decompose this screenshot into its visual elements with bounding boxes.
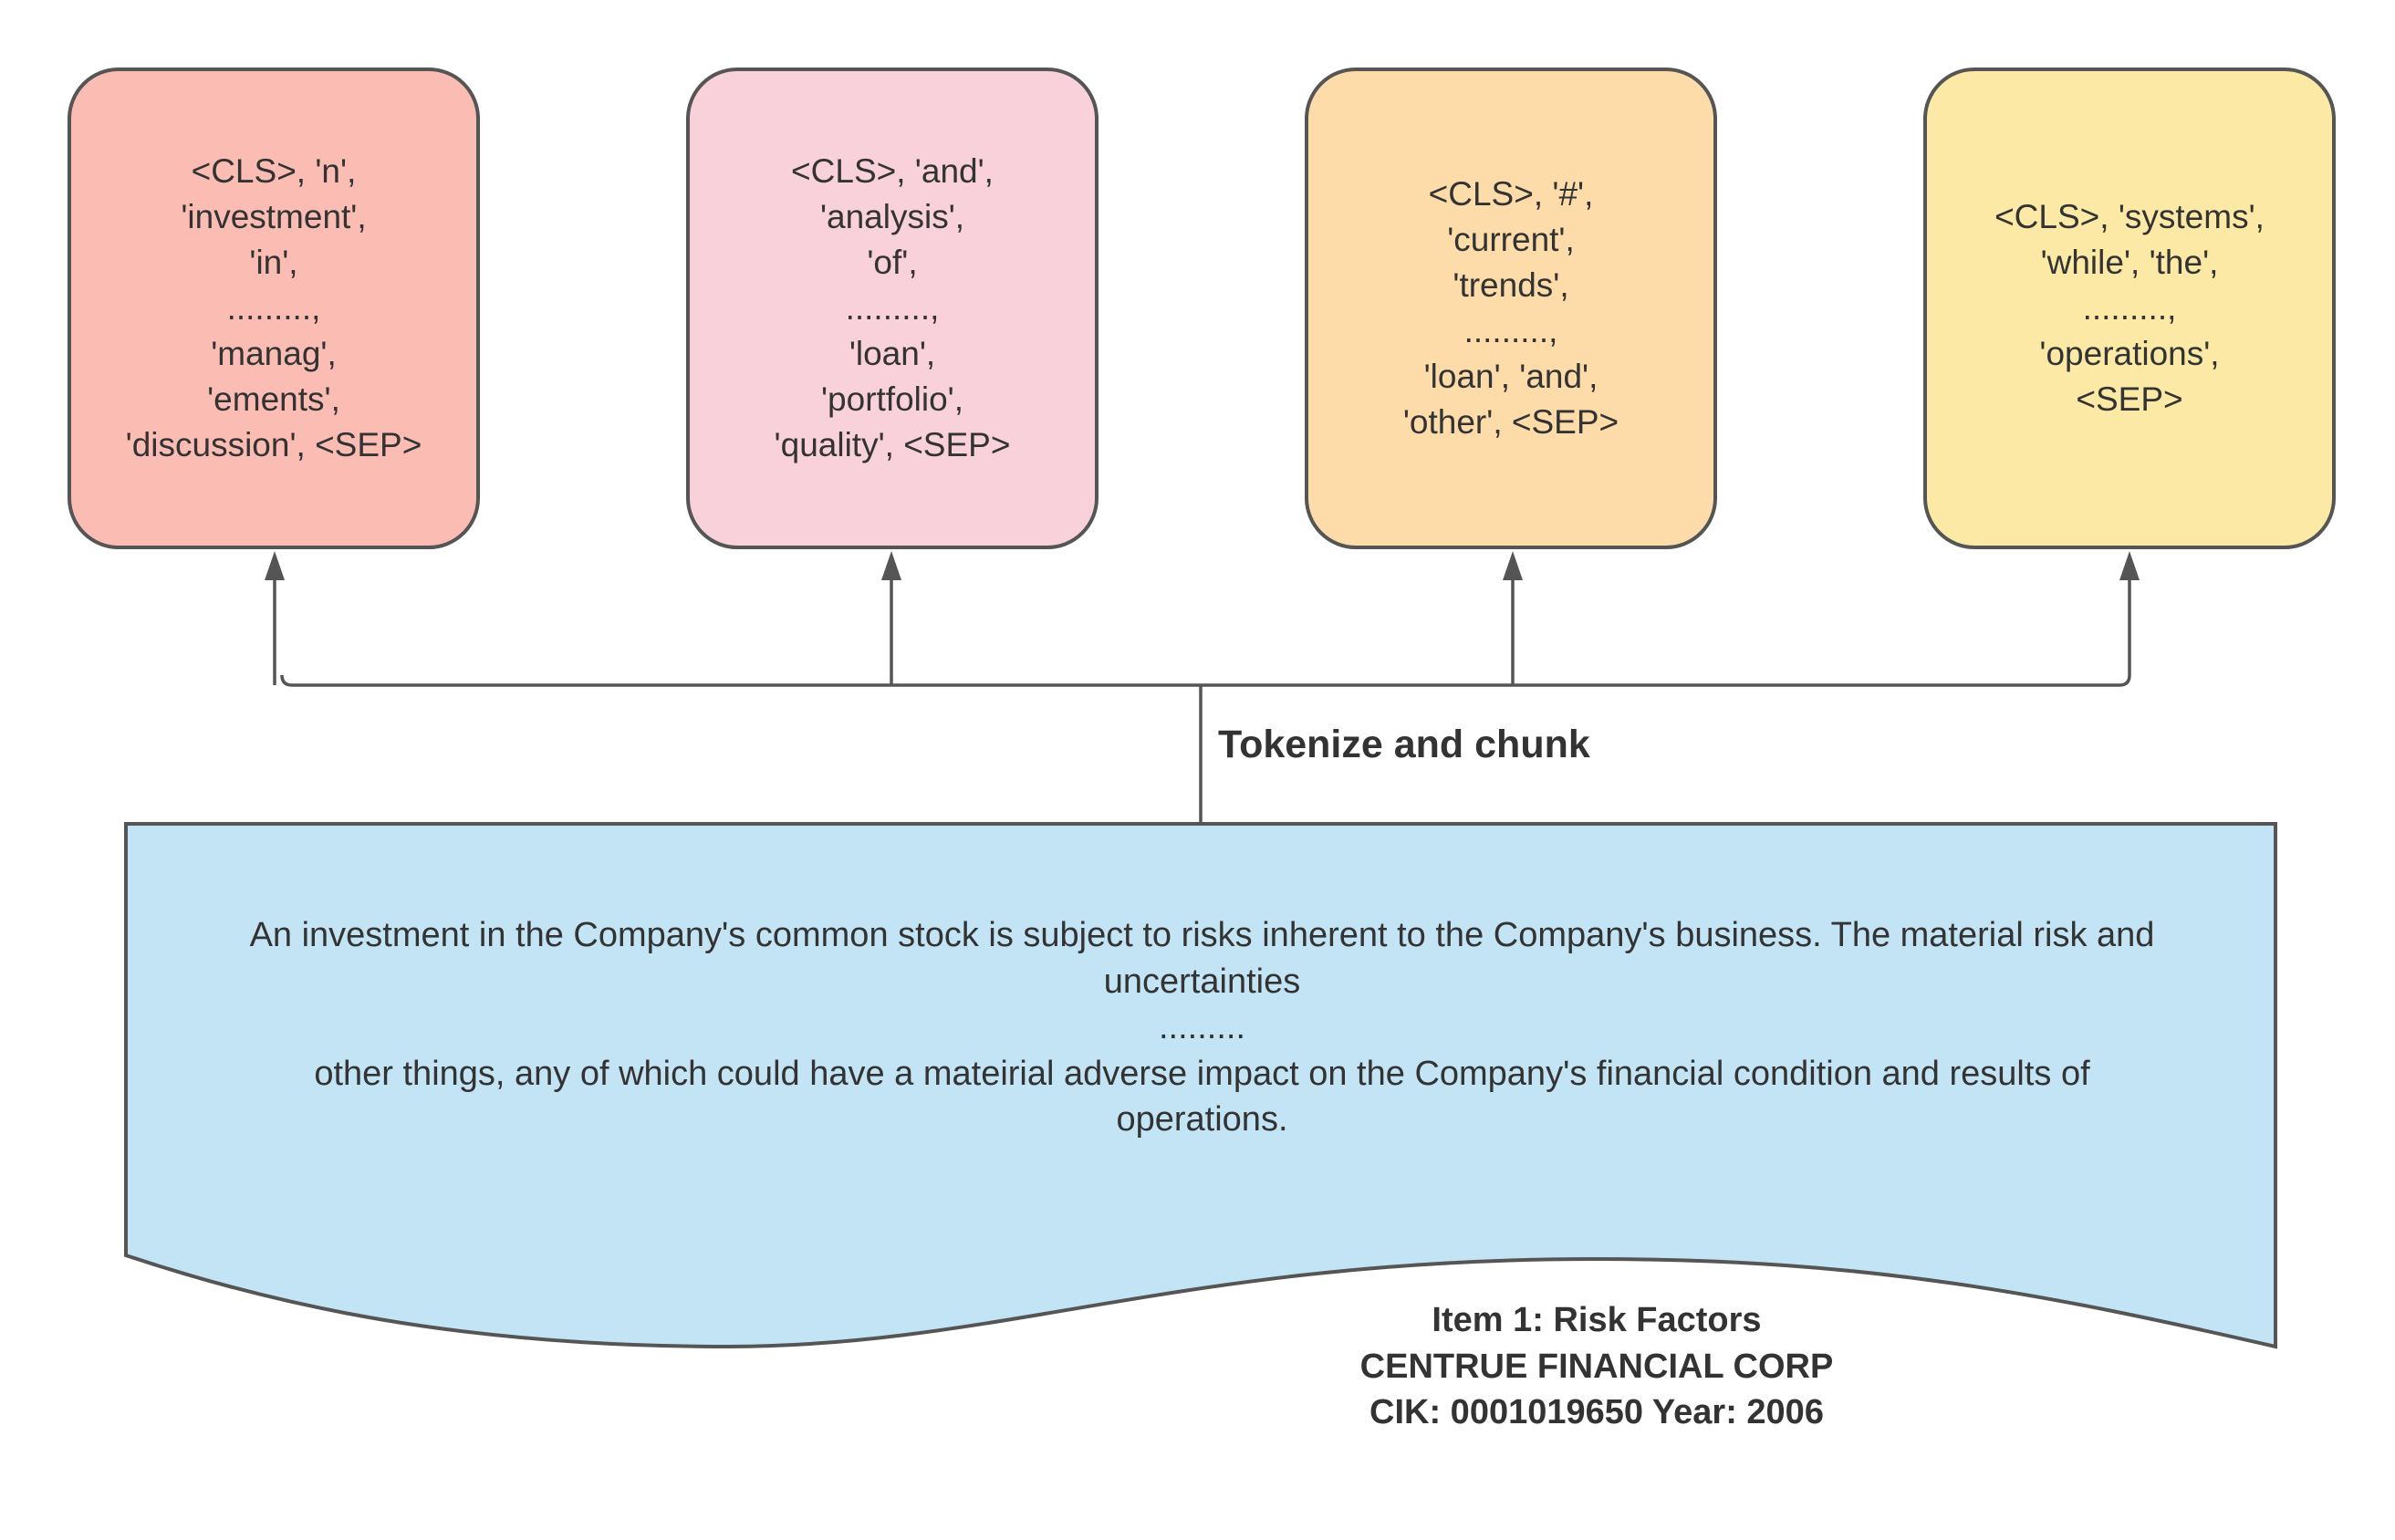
document-company-name: CENTRUE FINANCIAL CORP	[1359, 1347, 1834, 1386]
document-line: operations.	[1116, 1100, 1288, 1139]
document-section-title: Item 1: Risk Factors	[1432, 1301, 1762, 1339]
arrowhead-chunk-4	[2119, 551, 2140, 580]
token-chunk-2-text: <CLS>, 'and', 'analysis', 'of', ........…	[774, 152, 1011, 463]
document-cik-year: CIK: 0001019650 Year: 2006	[1369, 1393, 1824, 1431]
document-metadata: Item 1: Risk Factors CENTRUE FINANCIAL C…	[1232, 1297, 1962, 1436]
document-shape	[124, 822, 2277, 1349]
document-ellipsis: .........	[1158, 1008, 1246, 1046]
token-chunk-3: <CLS>, '#', 'current', 'trends', .......…	[1305, 68, 1717, 549]
tokenize-step-label: Tokenize and chunk	[1218, 723, 1590, 766]
token-chunk-1: <CLS>, 'n', 'investment', 'in', ........…	[68, 68, 480, 549]
document-body: An investment in the Company's common st…	[137, 912, 2267, 1143]
token-chunk-4: <CLS>, 'systems', 'while', 'the', ......…	[1923, 68, 2336, 549]
arrowhead-chunk-1	[265, 551, 285, 580]
document-line: An investment in the Company's common st…	[249, 916, 2155, 954]
arrowhead-chunk-3	[1503, 551, 1523, 580]
token-chunk-1-text: <CLS>, 'n', 'investment', 'in', ........…	[125, 152, 422, 463]
bus-connector	[280, 674, 2131, 687]
document-line: other things, any of which could have a …	[314, 1054, 2090, 1093]
token-chunk-3-text: <CLS>, '#', 'current', 'trends', .......…	[1402, 175, 1619, 441]
token-chunk-4-text: <CLS>, 'systems', 'while', 'the', ......…	[1994, 198, 2265, 418]
token-chunk-2: <CLS>, 'and', 'analysis', 'of', ........…	[686, 68, 1099, 549]
arrowhead-chunk-2	[881, 551, 901, 580]
document-line: uncertainties	[1103, 962, 1301, 1001]
